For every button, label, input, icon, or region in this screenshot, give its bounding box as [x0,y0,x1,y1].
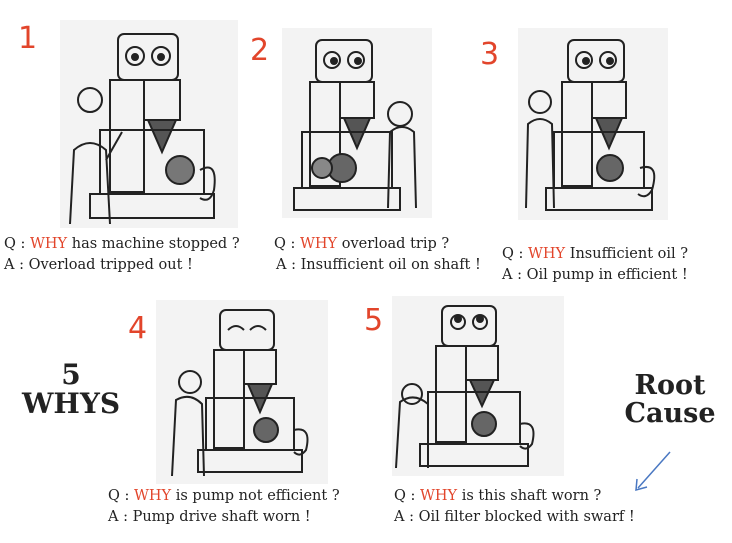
why-keyword: WHY [300,236,338,252]
step-1-answer: A : Overload tripped out ! [4,257,193,273]
step-2-illustration [282,28,432,218]
machine-with-worker-icon [293,39,417,211]
step-4-question: Q : WHY is pump not efficient ? [108,488,340,504]
step-4-number: 4 [128,311,148,346]
step-3-illustration [518,28,668,220]
five-whys-title-line2: WHYS [21,387,121,421]
why-keyword: WHY [420,488,458,504]
step-4-illustration [156,300,328,484]
step-3-number: 3 [480,37,500,72]
step-5-question: Q : WHY is this shaft worn ? [394,488,602,504]
step-3-answer: A : Oil pump in efficient ! [502,267,688,283]
step-1-question: Q : WHY has machine stopped ? [4,236,240,252]
root-cause-line1: Root [634,370,706,401]
root-cause-label: Root Cause [614,370,726,430]
step-5-text: Q : WHY is this shaft worn ? A : Oil fil… [394,486,635,528]
step-2-question: Q : WHY overload trip ? [274,236,450,252]
why-keyword: WHY [528,246,566,262]
arrow-icon [635,451,671,492]
step-1-text: Q : WHY has machine stopped ? A : Overlo… [4,234,240,276]
step-2-answer: A : Insufficient oil on shaft ! [276,257,481,273]
why-keyword: WHY [30,236,68,252]
step-1-number: 1 [18,21,38,56]
machine-with-worker-icon [69,33,216,225]
step-2-text: Q : WHY overload trip ? A : Insufficient… [274,234,481,276]
five-whys-title: 5 WHYS [8,360,134,419]
root-cause-line2: Cause [624,398,716,430]
machine-with-worker-icon [525,39,656,211]
why-keyword: WHY [134,488,172,504]
step-2-number: 2 [250,33,270,68]
step-4-answer: A : Pump drive shaft worn ! [108,509,311,525]
step-1-illustration [60,20,238,228]
step-3-question: Q : WHY Insufficient oil ? [502,246,689,262]
step-3-text: Q : WHY Insufficient oil ? A : Oil pump … [502,244,688,286]
five-whys-title-line1: 5 [61,358,81,391]
machine-with-worker-icon [395,305,535,469]
step-5-answer: A : Oil filter blocked with swarf ! [394,509,635,525]
step-5-number: 5 [364,303,384,338]
step-5-illustration [392,296,564,476]
machine-with-worker-icon [171,309,309,477]
step-4-text: Q : WHY is pump not efficient ? A : Pump… [108,486,340,528]
